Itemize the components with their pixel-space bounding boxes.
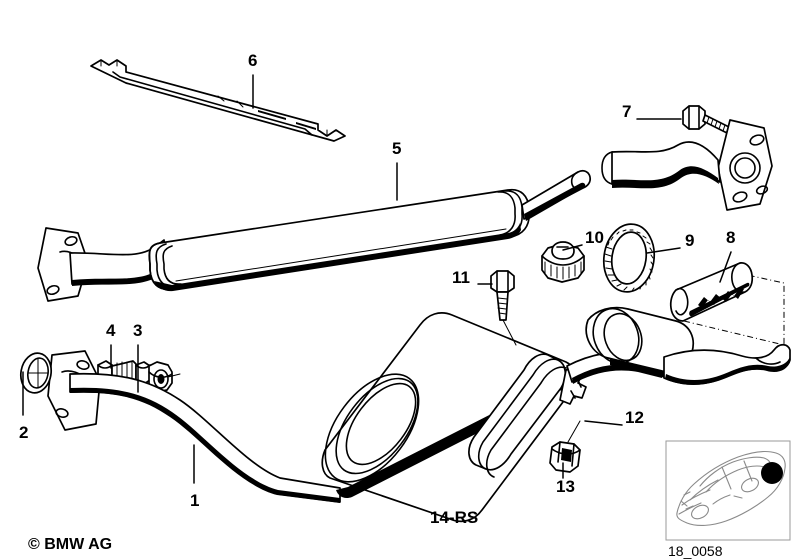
callout-10: 10 <box>585 228 604 247</box>
vehicle-location-inset-graphic <box>665 440 791 541</box>
part-7-flange-pipe <box>601 105 773 211</box>
callout-13: 13 <box>556 477 575 496</box>
callout-3: 3 <box>133 321 143 340</box>
part-10-clamp-nut <box>541 241 585 283</box>
leader-line-9 <box>646 247 681 254</box>
part-13-clamp-nut-small <box>549 420 581 473</box>
callout-8: 8 <box>726 228 736 247</box>
callout-1: 1 <box>190 491 200 510</box>
callout-7: 7 <box>622 102 632 121</box>
callout-4: 4 <box>106 321 116 340</box>
part-1-rear-muffler-assembly <box>19 306 791 523</box>
part-6-mounting-strap <box>90 59 346 142</box>
callout-12: 12 <box>625 408 644 427</box>
callout-9: 9 <box>685 231 695 250</box>
leader-line-12 <box>584 420 623 426</box>
system-label: 14-RS <box>430 508 479 527</box>
callout-6: 6 <box>248 51 258 70</box>
part-5-centre-muffler <box>37 169 592 302</box>
copyright-notice: © BMW AG <box>28 536 113 553</box>
part-12-pipe-clamp <box>468 353 587 478</box>
callout-2: 2 <box>19 423 29 442</box>
inset-diagram-code: 18_0058 <box>668 543 723 559</box>
callout-leader-lines <box>22 74 732 484</box>
callout-5: 5 <box>392 139 402 158</box>
part-2-gasket-ring <box>19 352 53 394</box>
leader-line-8 <box>719 251 732 283</box>
part-9-sealing-ring <box>602 223 656 293</box>
part-11-clamp-bolt <box>490 270 517 346</box>
leader-line-10 <box>562 244 583 251</box>
part-8-rubber-sleeve <box>669 262 785 346</box>
callout-11: 11 <box>452 268 470 287</box>
